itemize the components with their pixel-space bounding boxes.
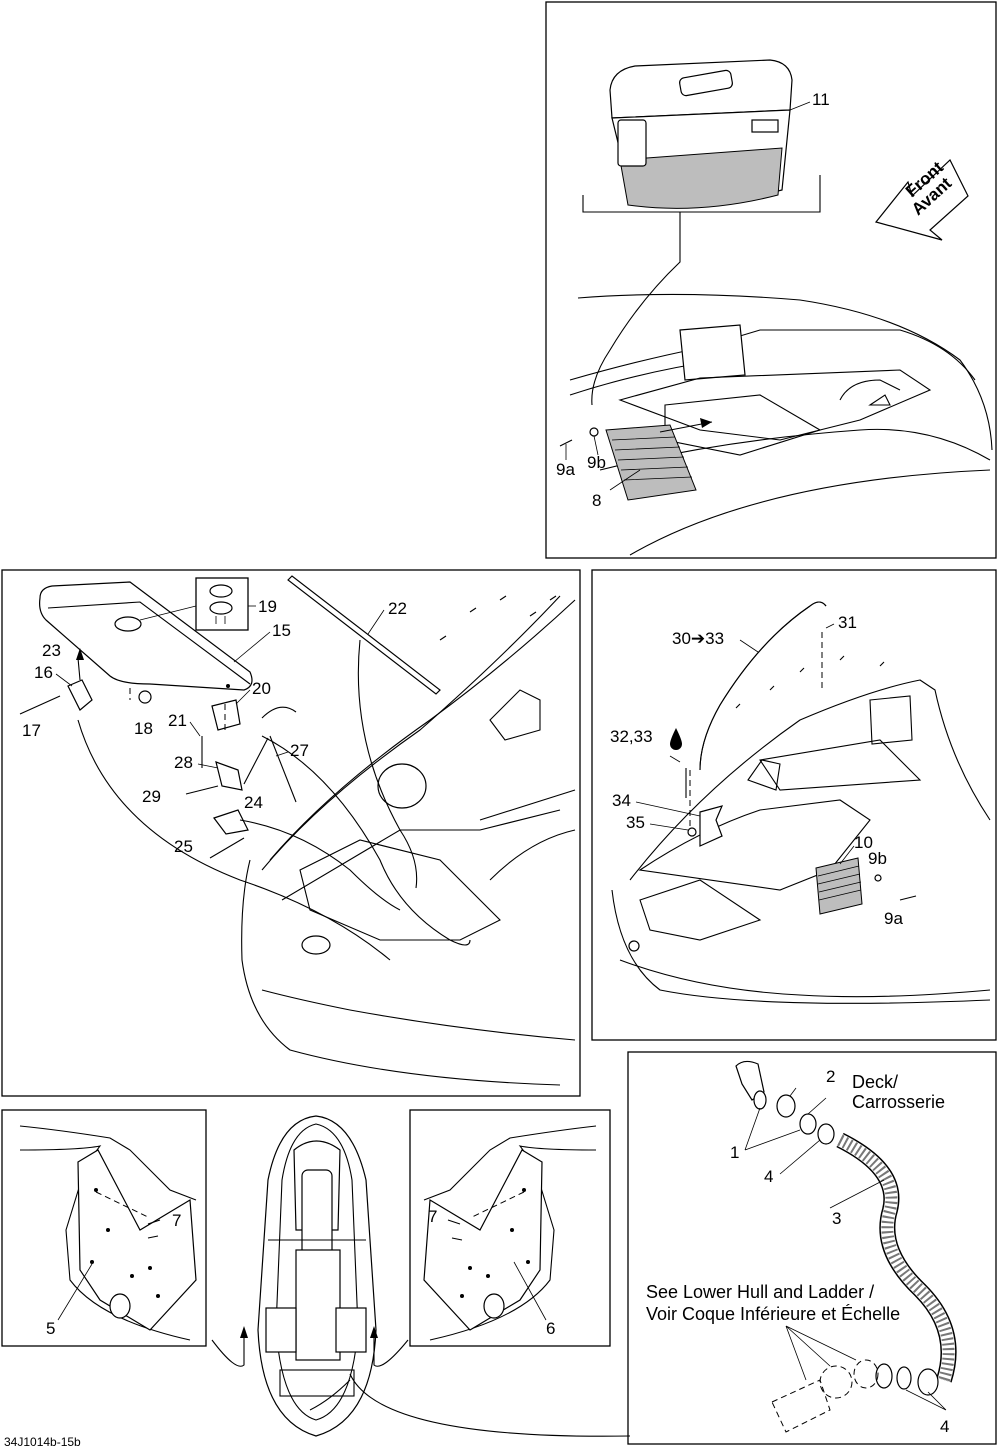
screw-icon <box>559 439 573 447</box>
hull-body <box>241 595 576 1086</box>
deck-note-line1: Deck/ <box>852 1072 898 1092</box>
washer-18-icon <box>138 690 152 704</box>
seat-panel: 19 22 23 15 16 17 18 20 21 27 28 29 24 2… <box>1 569 581 1097</box>
callout-6: 6 <box>546 1319 555 1338</box>
callout-16: 16 <box>34 663 53 682</box>
hinge-part <box>67 679 93 711</box>
hull-front-section <box>569 293 993 556</box>
leader-line <box>591 212 681 406</box>
front-storage-panel: 30➔33 31 32,33 34 35 10 9b 9a <box>591 569 997 1041</box>
boat-top-view <box>211 1115 631 1437</box>
callout-9b: 9b <box>868 849 887 868</box>
callout-27: 27 <box>290 741 309 760</box>
clamp-part <box>817 1123 835 1145</box>
storage-bin-panel: Front Avant 11 9a 9b 8 <box>545 1 997 559</box>
leader-hinge <box>77 719 391 961</box>
figure-code: 34J1014b-15b <box>4 1435 81 1449</box>
adhesive-drop-icon <box>670 728 682 750</box>
strip-part <box>287 575 441 695</box>
bracket-24-part <box>213 809 249 835</box>
callout-24: 24 <box>244 793 263 812</box>
callout-25: 25 <box>174 837 193 856</box>
leader-left <box>211 1336 245 1367</box>
callout-28: 28 <box>174 753 193 772</box>
right-side-panel: 7 6 <box>409 1109 611 1347</box>
front-arrow-icon: Front Avant <box>874 158 969 241</box>
panel-frame <box>1 1109 207 1347</box>
callout-1: 1 <box>730 1143 739 1162</box>
panel-frame <box>1 569 581 1097</box>
callout-32-33: 32,33 <box>610 727 653 746</box>
callout-23: 23 <box>42 641 61 660</box>
strap-inset-box <box>195 577 249 631</box>
callout-9a: 9a <box>884 909 903 928</box>
callout-31: 31 <box>838 613 857 632</box>
callout-4-lower: 4 <box>940 1417 949 1436</box>
seat-cushion-part <box>39 581 253 691</box>
callout-22: 22 <box>388 599 407 618</box>
seal-strip-part <box>699 601 827 771</box>
drain-panel: 2 Deck/ Carrosserie 1 4 3 See Lower Hull… <box>627 1051 997 1445</box>
bracket-part <box>211 699 241 731</box>
callout-18: 18 <box>134 719 153 738</box>
deck-note-line2: Carrosserie <box>852 1092 945 1112</box>
callout-9b: 9b <box>587 453 606 472</box>
callout-3: 3 <box>832 1209 841 1228</box>
callout-19: 19 <box>258 597 277 616</box>
leader-strut <box>261 735 471 946</box>
callout-7-left: 7 <box>172 1211 181 1230</box>
washer-icon <box>589 427 599 437</box>
callout-20: 20 <box>252 679 271 698</box>
see-lower-hull-line2: Voir Coque Inférieure et Échelle <box>646 1304 900 1324</box>
leader-strip <box>357 639 418 889</box>
callout-9a: 9a <box>556 460 575 479</box>
callout-34: 34 <box>612 791 631 810</box>
leader-right <box>373 1336 409 1367</box>
callout-4-upper: 4 <box>764 1167 773 1186</box>
drain-plug-ghost <box>771 1359 879 1433</box>
hinge-28-part <box>215 761 243 791</box>
cooler-bin-part <box>609 59 793 209</box>
net-panel-part <box>815 857 863 915</box>
callout-8: 8 <box>592 491 601 510</box>
see-lower-hull-line1: See Lower Hull and Ladder / <box>646 1282 874 1302</box>
callout-35: 35 <box>626 813 645 832</box>
panel-frame <box>627 1051 997 1445</box>
callout-7-right: 7 <box>428 1207 437 1226</box>
callout-29: 29 <box>142 787 161 806</box>
tag-part <box>699 805 724 847</box>
leader-drain <box>349 1373 631 1437</box>
gasket-part <box>776 1094 796 1118</box>
callout-15: 15 <box>272 621 291 640</box>
mesh-panel-part <box>605 424 697 501</box>
callout-5: 5 <box>46 1319 55 1338</box>
callout-17: 17 <box>22 721 41 740</box>
corrugated-hose-part <box>836 1132 957 1383</box>
callout-21: 21 <box>168 711 187 730</box>
panel-frame <box>591 569 997 1041</box>
callout-2: 2 <box>826 1067 835 1086</box>
leader-bracket <box>239 819 401 911</box>
callout-30-33: 30➔33 <box>672 629 724 648</box>
left-side-panel: 7 5 <box>1 1109 207 1347</box>
callout-10: 10 <box>854 833 873 852</box>
panel-frame <box>409 1109 611 1347</box>
front-hull <box>611 655 991 1004</box>
bracket-line <box>582 175 821 213</box>
callout-11: 11 <box>812 90 830 109</box>
panel-frame <box>545 1 997 559</box>
